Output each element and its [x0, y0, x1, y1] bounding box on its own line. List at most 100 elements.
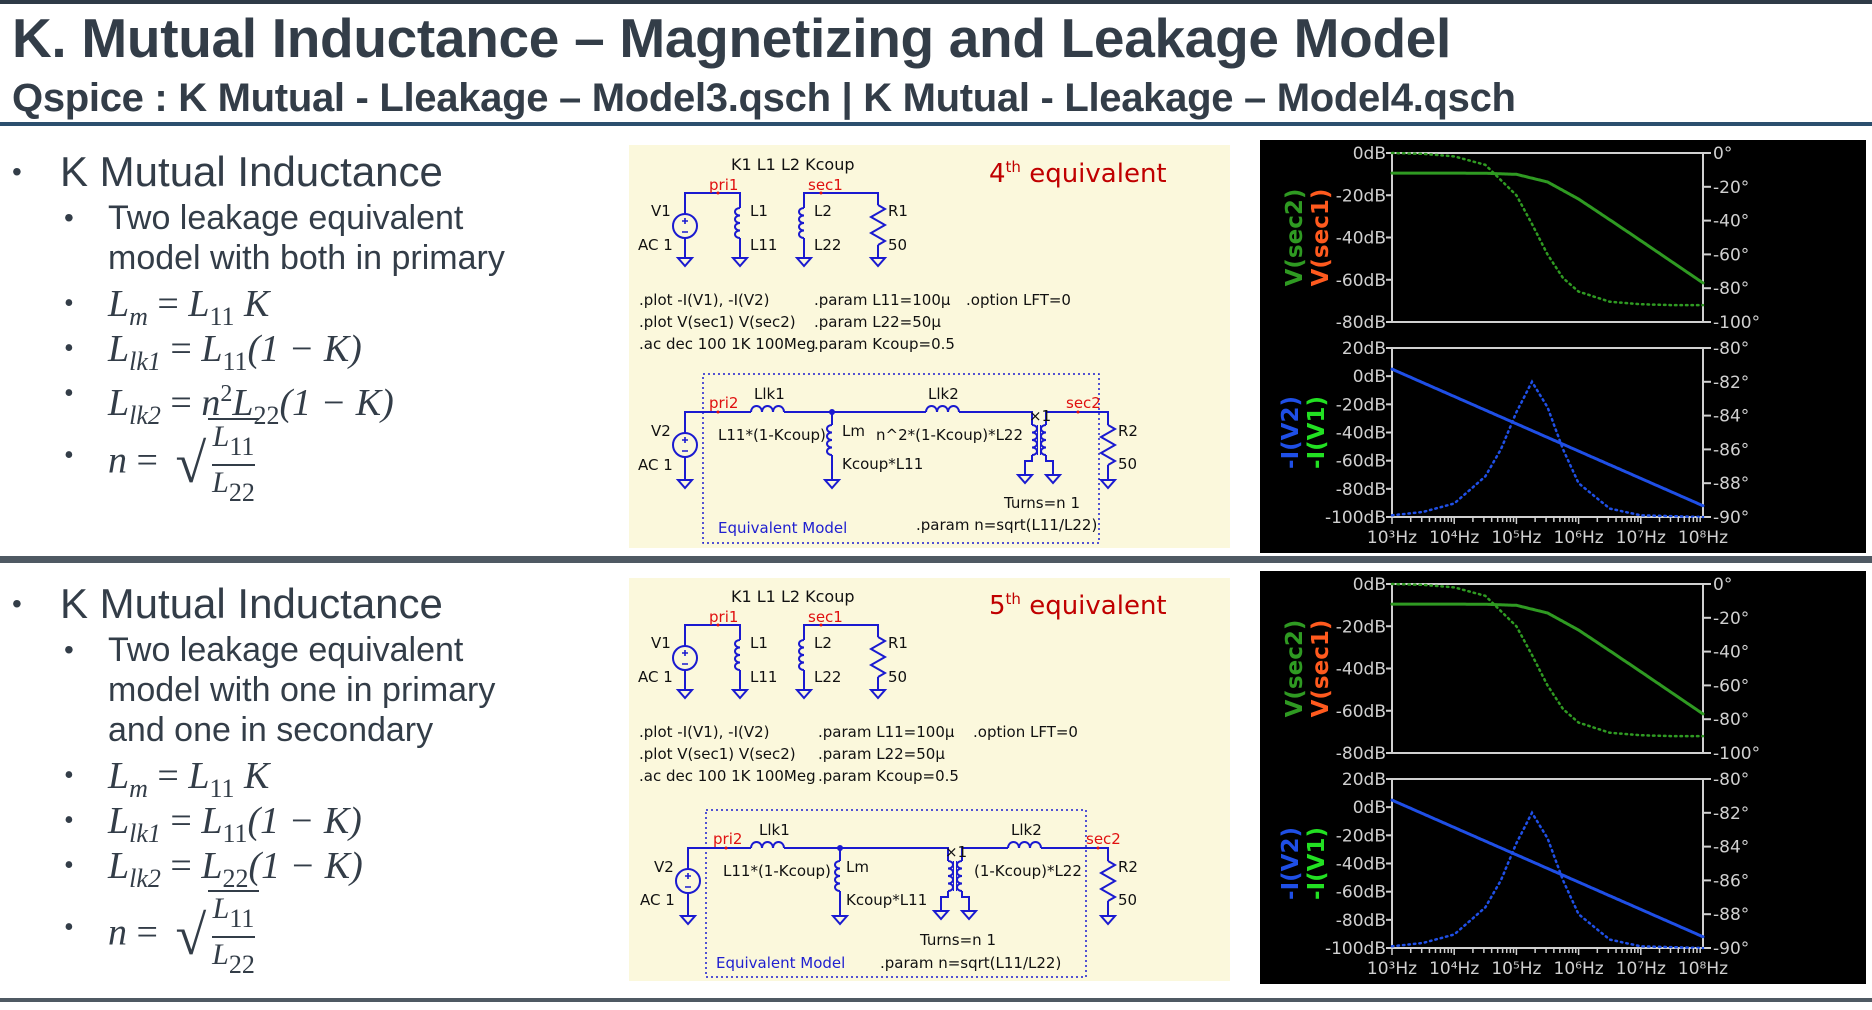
ground-icon [1098, 479, 1118, 490]
y-tick-label: 0dB [1353, 575, 1386, 595]
component-value: AC 1 [638, 456, 673, 474]
ground-icon [868, 689, 888, 700]
series-v-sec2-phase [1390, 151, 1705, 307]
inductor-llk2-icon [925, 405, 960, 413]
directive: .param L22=50µ [814, 313, 941, 331]
polarity-marks [682, 218, 688, 233]
legend-entry: -I(V1) [1304, 827, 1330, 900]
component-value: L11*(1-Kcoup) [718, 426, 826, 444]
component-label: Llk2 [928, 385, 959, 403]
y-tick-label: 0dB [1353, 144, 1386, 164]
x-tick-label: 10³Hz [1367, 959, 1417, 979]
ground-icon [678, 915, 698, 926]
y-tick-label: -40dB [1336, 229, 1386, 249]
y2-tick-label: -60° [1713, 245, 1749, 265]
y-tick-label: -80dB [1336, 744, 1386, 764]
ground-icon [730, 257, 750, 268]
wire [684, 192, 879, 258]
net-marker [819, 191, 823, 195]
description-line: Two leakage equivalent [108, 631, 464, 669]
legend-entry: -I(V2) [1278, 827, 1304, 900]
directive: .ac dec 100 1K 100Meg [639, 335, 816, 353]
x-tick-label: 10⁸Hz [1678, 959, 1728, 979]
plot-panel-1: 0dB-20dB-40dB-60dB-80dB0°-20°-40°-60°-80… [1282, 144, 1760, 333]
net-marker [1076, 410, 1080, 414]
component-value: Turns=n 1 [919, 931, 996, 949]
legend-entry: V(sec1) [1308, 189, 1334, 287]
component-label: Llk1 [754, 385, 785, 403]
inductor-l2-icon [798, 639, 805, 671]
y-tick-label: -80dB [1336, 313, 1386, 333]
y2-tick-label: -86° [1713, 440, 1749, 460]
component-value: AC 1 [638, 236, 673, 254]
resistor-r2-icon [1098, 424, 1118, 466]
ground-icon [1015, 474, 1035, 485]
y-tick-label: 0dB [1353, 367, 1386, 387]
plot-panel-2: 20dB0dB-20dB-40dB-60dB-80dB-100dB-80°-82… [1278, 339, 1749, 528]
bullet: • [12, 588, 22, 619]
wire [684, 411, 751, 480]
component-value: 50 [888, 668, 907, 686]
legend-entry: -I(V1) [1304, 396, 1330, 469]
ground-icon [675, 689, 695, 700]
y-tick-label: -60dB [1336, 883, 1386, 903]
component-value: L11*(1-Kcoup) [723, 862, 831, 880]
y2-tick-label: -90° [1713, 939, 1749, 959]
voltage-source-icon [672, 213, 698, 239]
component-label: Llk2 [1011, 821, 1042, 839]
y-tick-label: 20dB [1342, 770, 1386, 790]
y2-tick-label: -20° [1713, 609, 1749, 629]
page-subtitle: Qspice : K Mutual - Lleakage – Model3.qs… [12, 76, 1516, 120]
component-value: L11 [750, 236, 777, 254]
description-line: model with one in primary [108, 671, 496, 709]
directive: .param n=sqrt(L11/L22) [880, 954, 1061, 972]
legend-entry: -I(V2) [1278, 396, 1304, 469]
y2-tick-label: -84° [1713, 838, 1749, 858]
net-label: sec1 [808, 608, 843, 626]
plot-frame [1386, 152, 1711, 323]
section-heading: K Mutual Inductance [60, 148, 443, 195]
directive: .param L22=50µ [818, 745, 945, 763]
net-label: pri2 [709, 394, 738, 412]
ground-icon [822, 479, 842, 490]
component-value: 50 [1118, 455, 1137, 473]
equivalent-badge: 5th equivalent [989, 590, 1167, 621]
inductor-l1-icon [734, 207, 741, 239]
component-value: AC 1 [638, 668, 673, 686]
bottom-divider [0, 998, 1872, 1002]
directive: .param L11=100µ [814, 291, 951, 309]
ground-icon [830, 915, 850, 926]
y-tick-label: -60dB [1336, 702, 1386, 722]
y2-tick-label: -80° [1713, 339, 1749, 359]
top-border [0, 0, 1872, 4]
equivalent-badge: 4th equivalent [989, 158, 1167, 189]
net-label: sec1 [808, 176, 843, 194]
series-v-sec2-magnitude [1390, 171, 1705, 285]
component-label: ×1 [1029, 407, 1051, 425]
net-label: pri1 [709, 608, 738, 626]
wire [784, 847, 841, 916]
net-marker [819, 623, 823, 627]
plot-panel-2: 20dB0dB-20dB-40dB-60dB-80dB-100dB-80°-82… [1278, 770, 1749, 959]
transformer-secondary-coil [1040, 424, 1047, 456]
y-tick-label: -100dB [1325, 939, 1386, 959]
wire [840, 847, 1109, 916]
y2-tick-label: -80° [1713, 710, 1749, 730]
formula-llk2: •Llk2 = n2L22(1 − K) [64, 378, 394, 430]
inductor-lm-icon [826, 424, 833, 456]
component-value: 50 [1118, 891, 1137, 909]
schematic-panel-4th: K1 L1 L2 Kcoup 4th equivalent pri1 sec1 … [629, 145, 1230, 548]
y-tick-label: 20dB [1342, 339, 1386, 359]
y2-tick-label: -84° [1713, 407, 1749, 427]
series-v-sec2-phase [1390, 582, 1705, 738]
component-value: (1-Kcoup)*L22 [974, 862, 1082, 880]
ground-icon [931, 910, 951, 921]
component-label: L2 [814, 202, 832, 220]
y-tick-label: 0dB [1353, 798, 1386, 818]
inductor-l1-icon [734, 639, 741, 671]
equivalent-model-box [705, 809, 1087, 978]
